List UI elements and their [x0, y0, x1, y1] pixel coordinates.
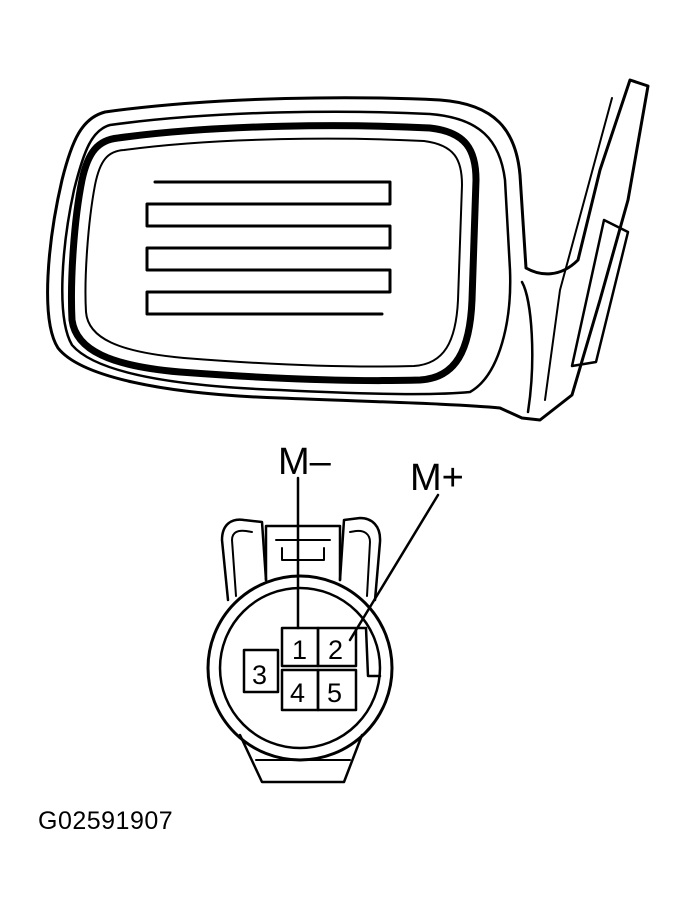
connector-left-tab	[220, 518, 268, 602]
mirror-glass-frame	[67, 122, 480, 385]
pin-3-cell	[242, 648, 280, 694]
mirror-mount-arm	[520, 280, 534, 414]
pin-2-label: 2	[328, 635, 343, 665]
pin-5-label: 5	[327, 678, 342, 708]
m-plus-leader	[348, 493, 440, 642]
connector-right-tab	[338, 516, 382, 602]
connector-body	[206, 574, 394, 762]
m-plus-label: M+	[410, 457, 464, 499]
pin-5-cell	[316, 668, 358, 712]
pin-1-label: 1	[292, 635, 307, 665]
mirror-mount-arm-inner	[544, 97, 613, 401]
m-minus-label: M–	[278, 441, 332, 483]
side-mirror	[46, 78, 650, 422]
mirror-mount-plate	[570, 218, 630, 368]
mirror-housing-rim	[61, 110, 512, 396]
figure-code: G02591907	[38, 807, 174, 835]
mirror-housing-outline	[46, 78, 650, 422]
connector-face	[218, 586, 382, 750]
pin-2-cell	[316, 626, 358, 668]
pin-3-label: 3	[252, 660, 267, 690]
mirror-glass-inner	[84, 137, 463, 368]
connector-key	[356, 626, 382, 678]
mirror-heater-grid	[145, 180, 392, 316]
connector-latch	[264, 524, 342, 582]
connector-skirt	[238, 733, 364, 784]
mirror-connector	[206, 516, 394, 784]
terminal-grid	[242, 626, 358, 712]
pin-4-label: 4	[290, 678, 305, 708]
